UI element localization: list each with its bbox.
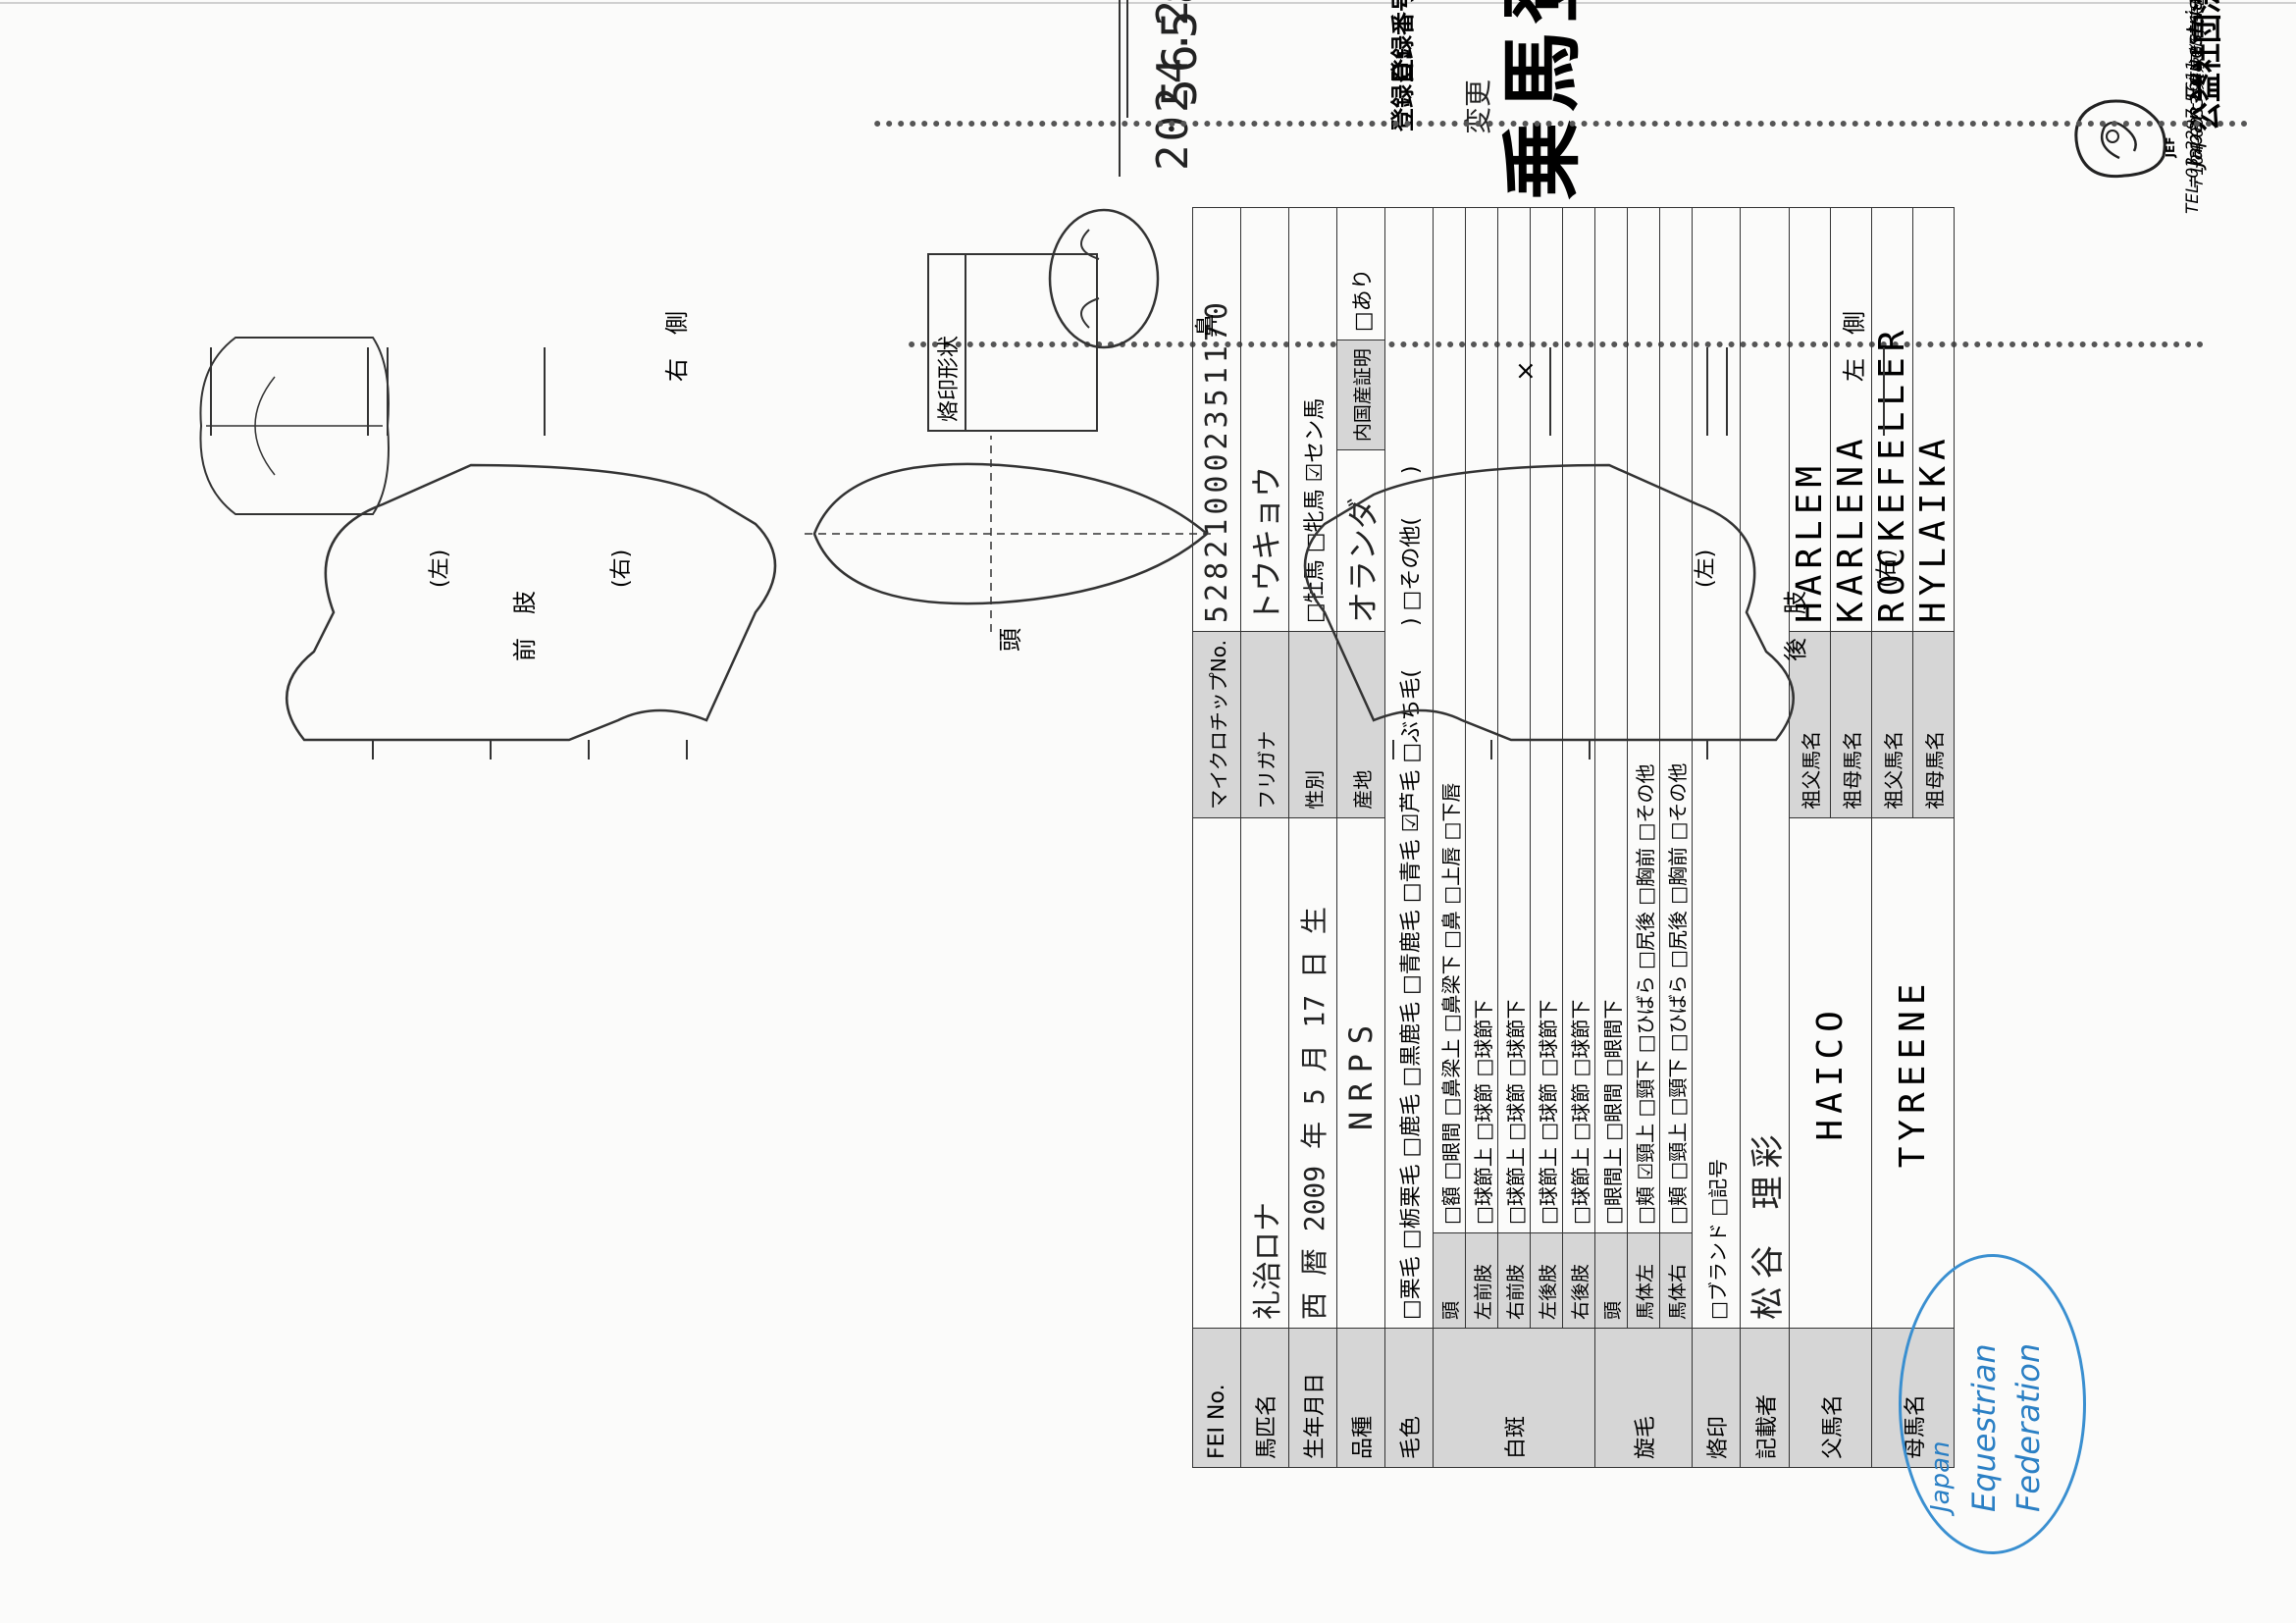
- stamp-line-3: Federation: [2009, 1342, 2047, 1512]
- fei-label: FEI No.: [1192, 1328, 1241, 1468]
- recorder-label: 記載者: [1740, 1328, 1790, 1468]
- whorl-left-sub: 馬体左: [1627, 1232, 1660, 1329]
- hindlimb-left-label: (左): [1694, 549, 1718, 588]
- forelimb-left-label: (左): [428, 549, 452, 588]
- markings-rf-sub: 右前肢: [1497, 1232, 1531, 1329]
- chip-label: マイクロチップNo.: [1192, 631, 1241, 818]
- coat-label: 毛色: [1384, 1328, 1434, 1468]
- fei-value: [1192, 817, 1241, 1329]
- hindlimb-right-label: (右): [1875, 549, 1900, 588]
- domestic-cert-label: 内国産証明: [1337, 340, 1384, 450]
- markings-head-sub: 頭: [1433, 1232, 1466, 1329]
- horse-left-side-icon: [1303, 463, 1796, 759]
- horse-head-front-icon: [805, 436, 1217, 632]
- forelimbs-icon: [210, 347, 546, 436]
- breed-label: 品種: [1336, 1328, 1385, 1468]
- name-label: 馬匹名: [1240, 1328, 1289, 1468]
- jef-logo-icon: [2074, 99, 2166, 179]
- registration-date-value: 2024.2.5: [1148, 0, 1198, 171]
- hindlimbs-label: 後 肢: [1782, 591, 1809, 661]
- name-value: 礼治ロナ: [1240, 817, 1289, 1329]
- granddam-1-label: 祖母馬名: [1830, 631, 1872, 818]
- markings-rh-sub: 右後肢: [1562, 1232, 1595, 1329]
- coat-value: □栗毛 □栃栗毛 □鹿毛 □黒鹿毛 □青鹿毛 □青毛 ☑芦毛 □ぶち毛( ) □…: [1384, 207, 1434, 1329]
- domestic-cert-cell: 内国産証明 □あり: [1336, 207, 1385, 450]
- stamp-line-2: Equestrian: [1965, 1343, 2003, 1512]
- domestic-cert-value: □あり: [1351, 268, 1376, 333]
- registration-date-label: 登録日:: [1389, 51, 1417, 131]
- row-name: 馬匹名 礼治ロナ フリガナ トウキョウ: [1240, 207, 1289, 1468]
- markings-lf-sub: 左前肢: [1465, 1232, 1498, 1329]
- nose-label: 鼻: [1193, 314, 1221, 338]
- granddam-2-label: 祖母馬名: [1912, 631, 1955, 818]
- horse-rear-view-icon: [199, 337, 390, 515]
- jef-logo-text: JEF: [2164, 136, 2177, 158]
- sire-value: HAICO: [1789, 817, 1872, 1329]
- whorl-head-sub: 頭: [1594, 1232, 1628, 1329]
- forelimbs-label: 前 肢: [511, 591, 539, 661]
- row-coat: 毛色 □栗毛 □栃栗毛 □鹿毛 □黒鹿毛 □青鹿毛 □青毛 ☑芦毛 □ぶち毛( …: [1384, 207, 1434, 1468]
- row-markings-head: 白斑 頭 □額 □眼間 □鼻梁上 □鼻梁下 □鼻 □上唇 □下唇: [1433, 207, 1595, 1468]
- org-tel: TEL:03-3297-5611: [2183, 60, 2203, 214]
- birth-label: 生年月日: [1288, 1328, 1337, 1468]
- whorl-label: 旋毛: [1594, 1328, 1693, 1468]
- whorl-right-sub: 馬体右: [1659, 1232, 1693, 1329]
- horse-nose-icon: [1048, 208, 1160, 349]
- row-birth: 生年月日 西 暦 2009 年 5 月 17 日 生 性別 □牡馬 □牝馬 ☑セ…: [1288, 207, 1337, 1468]
- stamp-line-1: Japan: [1926, 1440, 1956, 1512]
- brand-shape-label: 烙印形状: [929, 255, 966, 430]
- dotted-border-top: [873, 121, 2247, 127]
- sire-label: 父馬名: [1789, 1328, 1872, 1468]
- right-side-label: 右 側: [663, 311, 691, 382]
- head-label: 頭: [997, 628, 1024, 652]
- hindlimbs-icon: [1549, 347, 1885, 436]
- markings-label: 白斑: [1433, 1328, 1595, 1468]
- row-fei: FEI No. マイクロチップNo. 528210002351170: [1192, 207, 1241, 1468]
- forelimb-right-label: (右): [609, 549, 634, 588]
- scan-edge: [0, 2, 2296, 4]
- breed-value: NRPS: [1336, 817, 1385, 1329]
- row-markings-lf: 左前肢 □球節上 □球節 □球節下: [1465, 207, 1498, 1468]
- brand-label: 烙印: [1692, 1328, 1741, 1468]
- birth-value: 西 暦 2009 年 5 月 17 日 生: [1288, 817, 1337, 1329]
- horse-right-side-icon: [285, 463, 777, 759]
- markings-lh-sub: 左後肢: [1530, 1232, 1563, 1329]
- registration-number-underline: [1126, 0, 1128, 118]
- registration-date-underline: [1119, 0, 1121, 177]
- row-breed: 品種 NRPS 産地 オランダ 内国産証明 □あり: [1336, 207, 1385, 1468]
- dam-value: TYREENE: [1871, 817, 1955, 1329]
- row-markings-rf: 右前肢 □球節上 □球節 □球節下: [1497, 207, 1531, 1468]
- federation-stamp: Japan Equestrian Federation: [1899, 1254, 2086, 1554]
- granddam-2-value: HYLAIKA: [1912, 207, 1955, 632]
- grandsire-2-label: 祖父馬名: [1871, 631, 1913, 818]
